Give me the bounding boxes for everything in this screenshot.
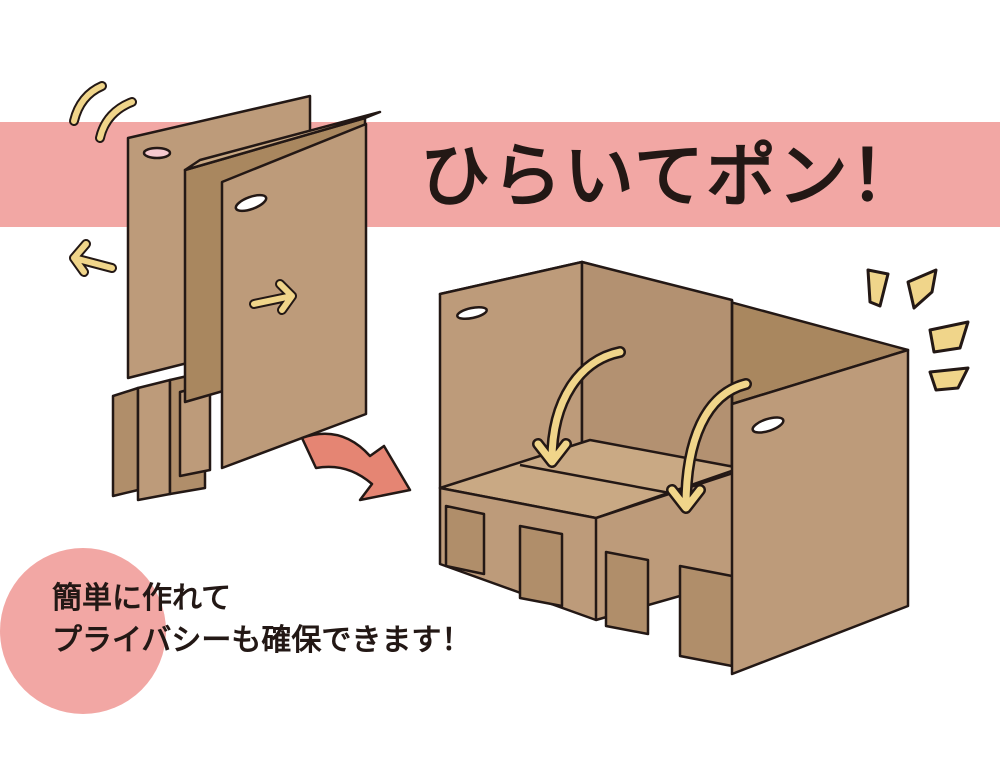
transition-arrow-icon (300, 432, 412, 502)
caption-line-1: 簡単に作れて (52, 581, 232, 616)
arrow-right-icon (249, 279, 297, 315)
arrow-down-icon (532, 346, 752, 514)
assembled-booth (438, 260, 910, 676)
headline-text: ひらいてポン！ (420, 135, 922, 217)
arrow-left-icon (69, 239, 117, 277)
caption-line-2: プライバシーも確保できます！ (52, 623, 472, 658)
caption-circle (0, 548, 166, 714)
caption-text: 簡単に作れて プライバシーも確保できます！ (52, 578, 471, 662)
motion-ticks-right (866, 268, 970, 392)
